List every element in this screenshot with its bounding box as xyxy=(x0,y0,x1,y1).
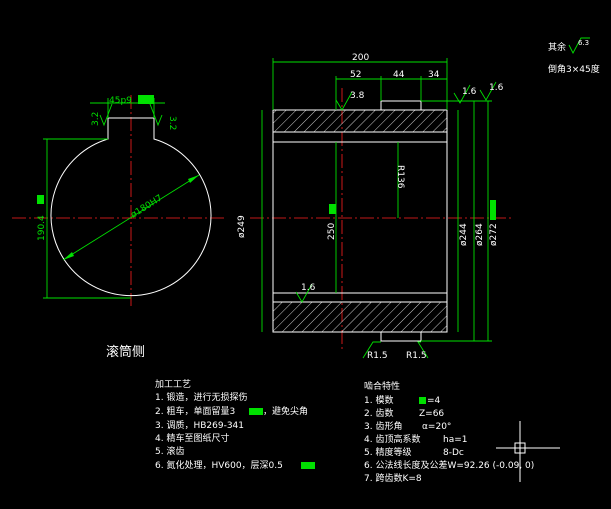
dim-250-label: 250 xyxy=(327,223,337,240)
bore-outline xyxy=(50,117,212,297)
chord-tol-block xyxy=(37,195,44,204)
dim-200-label: 200 xyxy=(352,53,369,63)
bore-dia-line xyxy=(62,174,200,261)
rough-top-1-label: 1.6 xyxy=(462,87,477,97)
r15-left-leader xyxy=(362,341,381,359)
roughness-left-label: 3.2 xyxy=(91,112,101,126)
dim-34-label: 34 xyxy=(428,70,440,80)
roughness-right-label: 3.2 xyxy=(167,116,177,130)
process-item-1: 1. 锻造，进行无损探伤 xyxy=(155,391,247,403)
mesh-item-5-val: 8-Dc xyxy=(443,448,464,458)
dim-250-block xyxy=(329,204,336,214)
mesh-item-1-val: =4 xyxy=(427,396,441,406)
process-notes: 加工工艺 1. 锻造，进行无损探伤 2. 粗车，单面留量3 ，避免尖角 3. 调… xyxy=(155,379,315,471)
mesh-item-7: 7. 跨齿数K=8 xyxy=(364,472,422,484)
r15-right-label: R1.5 xyxy=(406,351,427,361)
keyway-width-label: 45p9 xyxy=(109,96,132,106)
roughness-top-2 xyxy=(479,81,497,101)
mesh-title: 啮合特性 xyxy=(364,380,400,392)
mesh-item-2-val: Z=66 xyxy=(419,409,444,419)
mesh-item-6: 6. 公法线长度及公差W=92.26 (-0.09, 0) xyxy=(364,459,534,471)
process-item-3: 3. 调质，HB269-341 xyxy=(155,419,244,431)
mesh-module-block xyxy=(419,397,426,404)
roughness-bottom xyxy=(295,283,313,303)
dim-52-label: 52 xyxy=(350,70,361,80)
process-item-5: 5. 滚齿 xyxy=(155,445,184,457)
dim-272-label: ø272 xyxy=(489,223,499,246)
process-item-6-block xyxy=(301,462,315,469)
bore-arrow-a xyxy=(63,252,74,260)
rough-top-2-label: 1.6 xyxy=(489,83,504,93)
chord-label: 190.4 xyxy=(37,215,47,241)
process-item-2-block xyxy=(249,408,263,415)
remaining-label: 其余 xyxy=(548,41,566,53)
bore-arrow-b xyxy=(188,175,199,183)
r15-left-label: R1.5 xyxy=(367,351,388,361)
mesh-item-5: 5. 精度等级 xyxy=(364,446,411,458)
general-note: 其余 6.3 倒角3×45度 xyxy=(548,37,600,75)
process-item-2: 2. 粗车，单面留量3 xyxy=(155,405,235,417)
tooth-bottom xyxy=(380,331,422,342)
rough-bottom-label: 1.6 xyxy=(301,283,316,293)
keyway-tol-block xyxy=(138,95,154,104)
mesh-item-1: 1. 模数 xyxy=(364,394,393,406)
hatch-top xyxy=(272,109,448,133)
dim-44-label: 44 xyxy=(393,70,405,80)
process-item-6: 6. 氮化处理，HV600，层深0.5 xyxy=(155,459,283,471)
chamfer-note: 倒角3×45度 xyxy=(548,63,600,75)
remaining-value: 6.3 xyxy=(578,39,589,47)
r15-right-leader xyxy=(417,341,429,359)
crosshair-cursor[interactable] xyxy=(496,421,560,482)
process-item-2b: ，避免尖角 xyxy=(263,405,308,417)
remaining-roughness-symbol xyxy=(568,37,590,54)
dim-272-block xyxy=(490,200,496,220)
view-label: 滚筒侧 xyxy=(106,344,145,360)
section-view: 200 52 44 34 3.8 1.6 1.6 1.6 R136 ø249 2… xyxy=(237,53,513,361)
bore-dia-label: ø180H7 xyxy=(129,193,164,220)
mesh-item-4: 4. 齿顶高系数 xyxy=(364,433,420,445)
roughness-symbol-left xyxy=(99,103,113,127)
body-outline xyxy=(272,109,448,333)
mesh-notes: 啮合特性 1. 模数 =4 2. 齿数 Z=66 3. 齿形角 α=20° 4.… xyxy=(364,380,534,484)
roughness-symbol-right xyxy=(149,103,163,127)
rough-3-8-label: 3.8 xyxy=(350,91,365,101)
mesh-item-2: 2. 齿数 xyxy=(364,407,393,419)
process-title: 加工工艺 xyxy=(155,379,191,390)
mesh-item-4-val: ha=1 xyxy=(443,435,468,445)
process-item-4: 4. 精车至图纸尺寸 xyxy=(155,432,229,444)
mesh-item-3-val: α=20° xyxy=(422,422,451,432)
roughness-top-1 xyxy=(453,84,471,104)
tooth-top xyxy=(380,100,422,111)
mesh-item-3: 3. 齿形角 xyxy=(364,420,402,432)
radius-label: R136 xyxy=(395,165,405,189)
dim-249-label: ø249 xyxy=(237,215,247,238)
dim-264-label: ø264 xyxy=(475,223,485,246)
hatch-bottom xyxy=(272,301,448,333)
dim-244-label: ø244 xyxy=(459,223,469,246)
roughness-3-8 xyxy=(335,91,353,111)
end-view: ø180H7 45p9 3.2 3.2 190.4 滚筒侧 xyxy=(12,95,226,360)
